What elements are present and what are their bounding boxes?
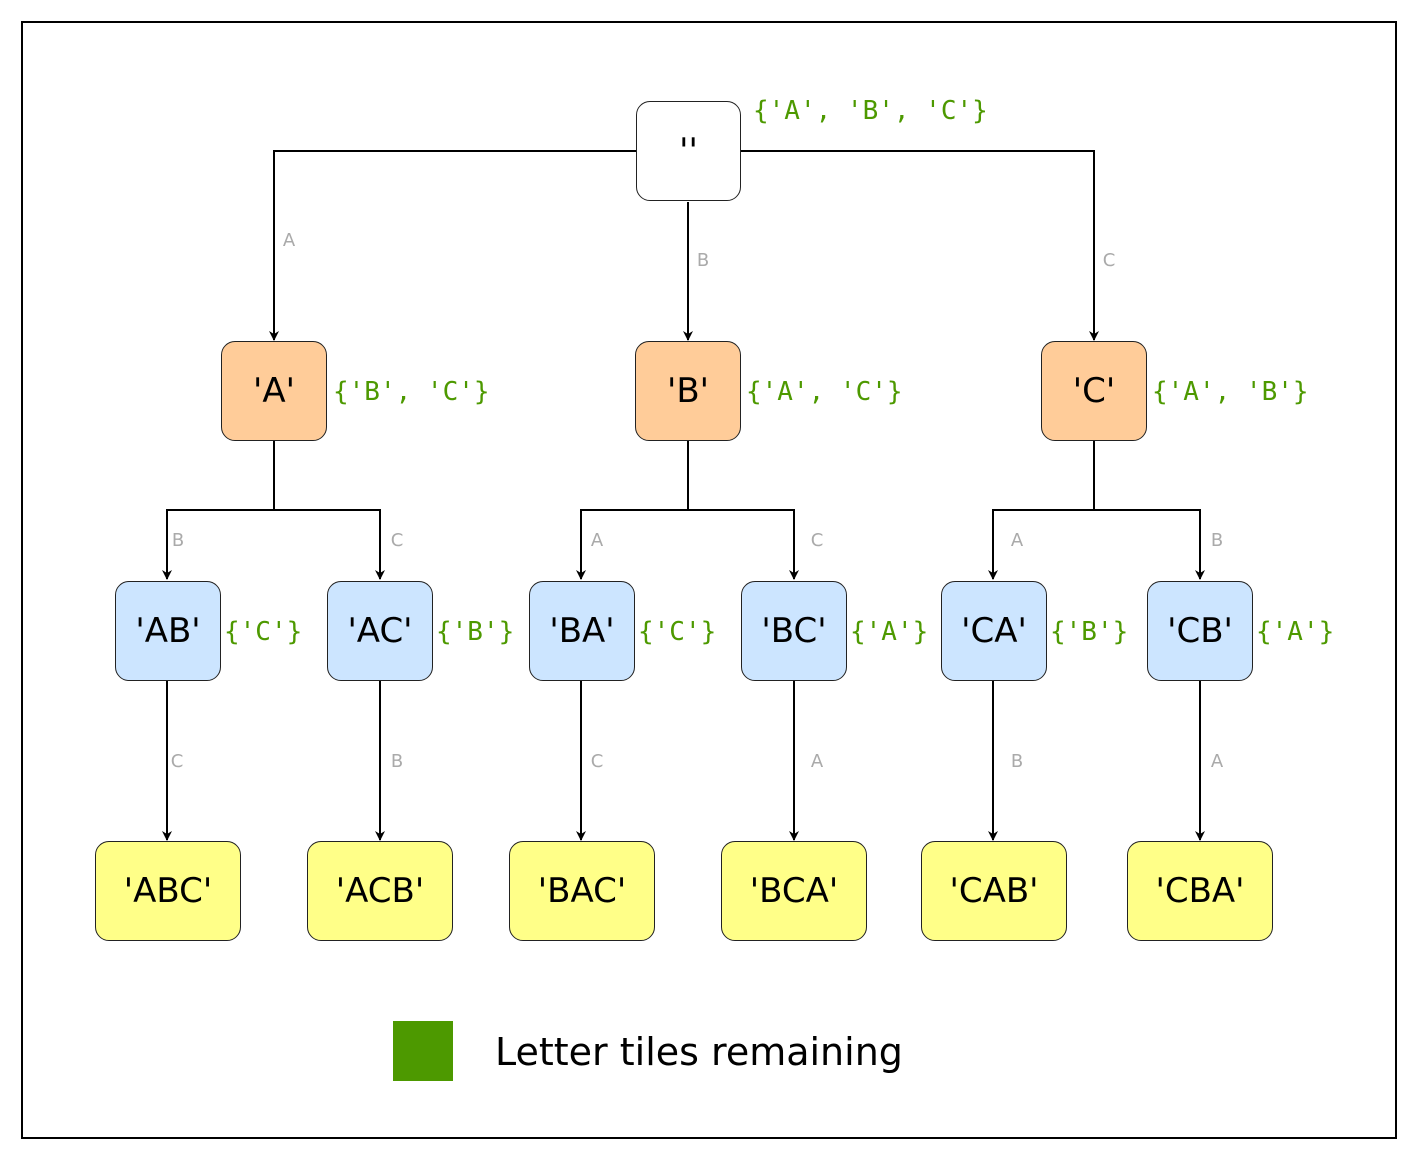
diagram-frame: [21, 21, 1397, 1139]
node-label: 'BA': [549, 611, 615, 651]
node-label: 'ABC': [123, 871, 213, 911]
remaining-set-root: {'A', 'B', 'C'}: [753, 96, 988, 126]
edge-label-ca-cab: B: [1010, 751, 1024, 772]
edge-label-ba-bac: C: [590, 751, 604, 772]
node-label: 'CAB': [949, 871, 1039, 911]
edge-label-ac-acb: B: [390, 751, 404, 772]
edge-label-a-ab: B: [171, 530, 185, 551]
edge-c-ca: [988, 441, 1095, 580]
tree-node-acb: 'ACB': [307, 841, 453, 941]
edge-root-a: [269, 150, 636, 341]
tree-node-cab: 'CAB': [921, 841, 1067, 941]
remaining-set-bc: {'A'}: [850, 617, 929, 647]
tree-node-bc: 'BC': [741, 581, 847, 681]
tree-node-cb: 'CB': [1147, 581, 1253, 681]
tree-node-bca: 'BCA': [721, 841, 867, 941]
tree-node-ca: 'CA': [941, 581, 1047, 681]
edge-label-b-bc: C: [810, 530, 824, 551]
remaining-set-b: {'A', 'C'}: [746, 377, 903, 407]
tree-node-b: 'B': [635, 341, 741, 441]
node-label: 'CB': [1167, 611, 1233, 651]
tree-node-c: 'C': [1041, 341, 1147, 441]
remaining-set-ca: {'B'}: [1050, 617, 1129, 647]
tree-node-cba: 'CBA': [1127, 841, 1273, 941]
edge-label-ab-abc: C: [170, 751, 184, 772]
edge-label-root-a: A: [282, 230, 296, 251]
remaining-set-cb: {'A'}: [1256, 617, 1335, 647]
tree-node-ba: 'BA': [529, 581, 635, 681]
tree-node-ac: 'AC': [327, 581, 433, 681]
edge-label-root-b: B: [696, 250, 710, 271]
edge-label-cb-cba: A: [1210, 751, 1224, 772]
tree-node-ab: 'AB': [115, 581, 221, 681]
edge-label-c-cb: B: [1210, 530, 1224, 551]
node-label: 'CA': [961, 611, 1027, 651]
remaining-set-c: {'A', 'B'}: [1152, 377, 1309, 407]
remaining-set-ba: {'C'}: [638, 617, 717, 647]
tree-node-a: 'A': [221, 341, 327, 441]
remaining-set-ac: {'B'}: [436, 617, 515, 647]
remaining-set-ab: {'C'}: [224, 617, 303, 647]
node-label: 'AC': [347, 611, 413, 651]
tree-node-abc: 'ABC': [95, 841, 241, 941]
edge-label-bc-bca: A: [810, 751, 824, 772]
node-label: 'A': [253, 371, 295, 411]
edge-label-a-ac: C: [390, 530, 404, 551]
node-label: 'C': [1072, 371, 1116, 411]
edge-c-cb: [1094, 509, 1205, 580]
edge-a-ab: [162, 441, 275, 580]
node-label: 'BC': [761, 611, 827, 651]
tree-node-root: '': [636, 101, 741, 201]
edge-a-ac: [274, 509, 385, 580]
legend-swatch: [393, 1021, 453, 1081]
edge-b-bc: [688, 509, 799, 580]
remaining-set-a: {'B', 'C'}: [333, 377, 490, 407]
edge-b-ba: [576, 441, 689, 580]
node-label: 'AB': [135, 611, 201, 651]
edge-label-b-ba: A: [590, 530, 604, 551]
legend-label: Letter tiles remaining: [495, 1030, 903, 1074]
node-label: 'B': [666, 371, 710, 411]
edge-label-c-ca: A: [1010, 530, 1024, 551]
edge-root-c: [741, 150, 1099, 341]
tree-node-bac: 'BAC': [509, 841, 655, 941]
node-label: 'CBA': [1155, 871, 1245, 911]
node-label: '': [679, 131, 698, 171]
node-label: 'BAC': [537, 871, 627, 911]
node-label: 'ACB': [335, 871, 425, 911]
node-label: 'BCA': [749, 871, 839, 911]
edge-label-root-c: C: [1102, 250, 1116, 271]
